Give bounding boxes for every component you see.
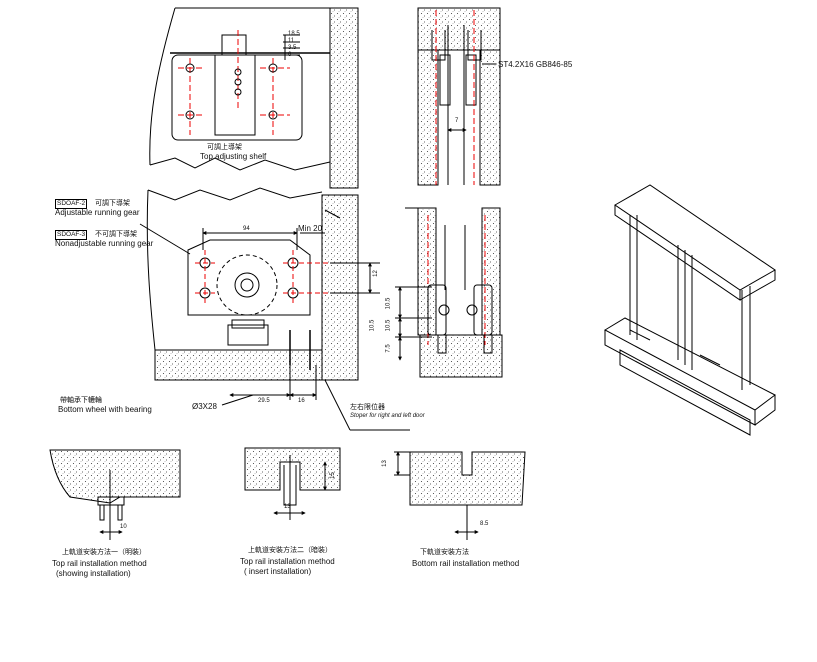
top-shelf-dim-4: 6 <box>288 52 292 58</box>
method1-label-cn: 上軌道安裝方法一（明裝） <box>62 549 146 556</box>
front-dim-width: 94 <box>243 226 250 232</box>
side-dim-b: 10.5 <box>385 319 392 332</box>
side-dim-c: 7.5 <box>385 344 392 353</box>
gear-fixed-en: Nonadjustable running gear <box>55 239 154 248</box>
method3-label-en: Bottom rail installation method <box>412 559 520 568</box>
method2-label-en: Top rail installation method <box>240 557 335 566</box>
gear-fixed-cn: 不可調下導架 <box>95 231 137 238</box>
gear-adjustable-en: Adjustable running gear <box>55 208 140 217</box>
top-shelf-view <box>149 7 359 189</box>
method1-drawing <box>49 449 181 540</box>
gear-code-adjustable: SDOAF-2 <box>55 199 88 209</box>
front-dim-h2: 10.5 <box>369 319 376 332</box>
method2-dim-w: 13 <box>284 504 291 510</box>
stopper-label-cn: 左右限位器 <box>350 404 385 411</box>
method2-label-sub: ( insert installation) <box>244 567 312 576</box>
gap-dim: 7 <box>455 118 459 124</box>
method3-drawing <box>394 451 526 540</box>
top-shelf-dim-1: 18.5 <box>288 31 300 37</box>
wheel-label-en: Bottom wheel with bearing <box>58 405 152 414</box>
method3-dim-h: 13 <box>381 460 388 467</box>
cabinet-isometric <box>603 184 776 436</box>
method1-label-sub: (showing installation) <box>56 569 131 578</box>
running-gear-front-view <box>139 187 410 431</box>
method3-label-cn: 下軌道安裝方法 <box>420 549 469 556</box>
gear-code-fixed: SDOAF-3 <box>55 230 88 240</box>
top-shelf-label-en: Top adjusting shelf <box>200 152 267 161</box>
screw-note: ST4.2X16 GB846-85 <box>498 60 573 69</box>
gear-adjustable-cn: 可調下導架 <box>95 200 130 207</box>
top-rail-section <box>417 7 501 186</box>
top-shelf-label-cn: 可調上導架 <box>207 144 242 151</box>
method2-dim-h: 15 <box>329 472 336 479</box>
side-dim-a: 10.5 <box>385 297 392 310</box>
top-shelf-dim-2: 11 <box>288 38 295 44</box>
bottom-rail-section <box>395 207 503 378</box>
bottom-dim-d2: 16 <box>298 398 305 404</box>
method2-label-cn: 上軌道安裝方法二（暗裝） <box>248 547 332 554</box>
top-shelf-dim-3: 3.5 <box>288 45 297 51</box>
bottom-dim-d1: 29.5 <box>258 398 270 404</box>
wheel-label-cn: 帶軸承下轆輪 <box>60 397 102 404</box>
method2-drawing <box>244 447 341 520</box>
method1-label-en: Top rail installation method <box>52 559 147 568</box>
bottom-dim-dia: Ø3X28 <box>192 402 217 411</box>
front-dim-height: 12 <box>372 270 379 277</box>
method3-dim-w: 8.5 <box>480 521 489 527</box>
front-dim-min: Min 20 <box>298 224 323 233</box>
stopper-label-en: Stoper for right and left door <box>350 413 425 419</box>
method1-dim: 10 <box>120 524 127 530</box>
